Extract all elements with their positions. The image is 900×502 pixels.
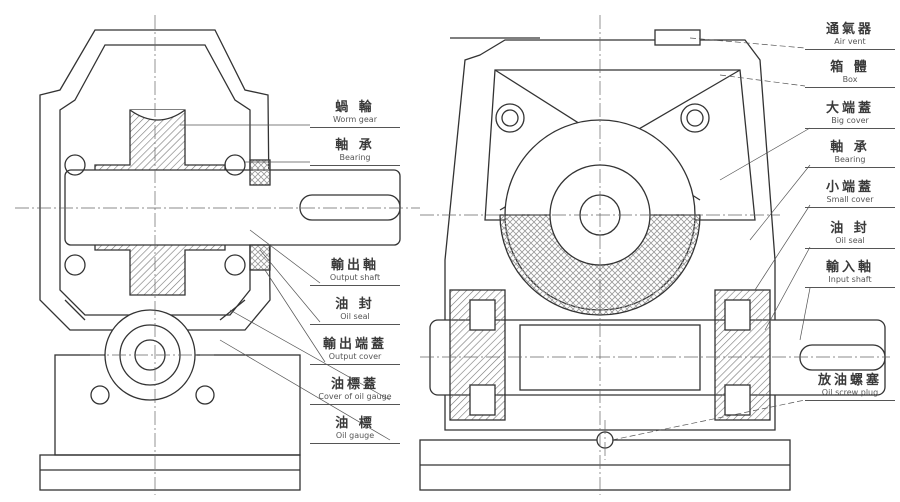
- label-zh: 輸出軸: [330, 258, 379, 273]
- label-en: Bearing: [805, 155, 895, 168]
- air-vent: [654, 29, 701, 46]
- label-zh: 油 封: [830, 221, 870, 236]
- label-en: Small cover: [805, 195, 895, 208]
- label-zh: 蝸 輪: [335, 100, 375, 115]
- label-zh: 輸出端蓋: [322, 337, 387, 352]
- label-zh: 小端蓋: [825, 180, 874, 195]
- label-zh: 箱 體: [830, 60, 870, 75]
- label-en: Bearing: [310, 153, 400, 166]
- label-zh: 油 標: [335, 416, 375, 431]
- label-en: Cover of oil gauge: [310, 392, 400, 405]
- label-en: Oil seal: [805, 236, 895, 249]
- label-zh: 軸 承: [335, 138, 375, 153]
- label-zh: 放油螺塞: [817, 373, 882, 388]
- label-zh: 通氣器: [825, 22, 874, 37]
- label-en: Output cover: [310, 352, 400, 365]
- label-en: Worm gear: [310, 115, 400, 128]
- label-zh: 輸入軸: [825, 260, 874, 275]
- label-en: Oil gauge: [310, 431, 400, 444]
- label-en: Air vent: [805, 37, 895, 50]
- label-en: Output shaft: [310, 273, 400, 286]
- output-shaft: [64, 169, 401, 246]
- label-en: Input shaft: [805, 275, 895, 288]
- label-zh: 油 封: [335, 297, 375, 312]
- label-en: Big cover: [805, 116, 895, 129]
- label-en: Box: [805, 75, 895, 88]
- label-zh: 軸 承: [830, 140, 870, 155]
- label-zh: 油標蓋: [330, 377, 379, 392]
- label-en: Oil screw plug: [805, 388, 895, 401]
- label-en: Oil seal: [310, 312, 400, 325]
- label-zh: 大端蓋: [825, 101, 874, 116]
